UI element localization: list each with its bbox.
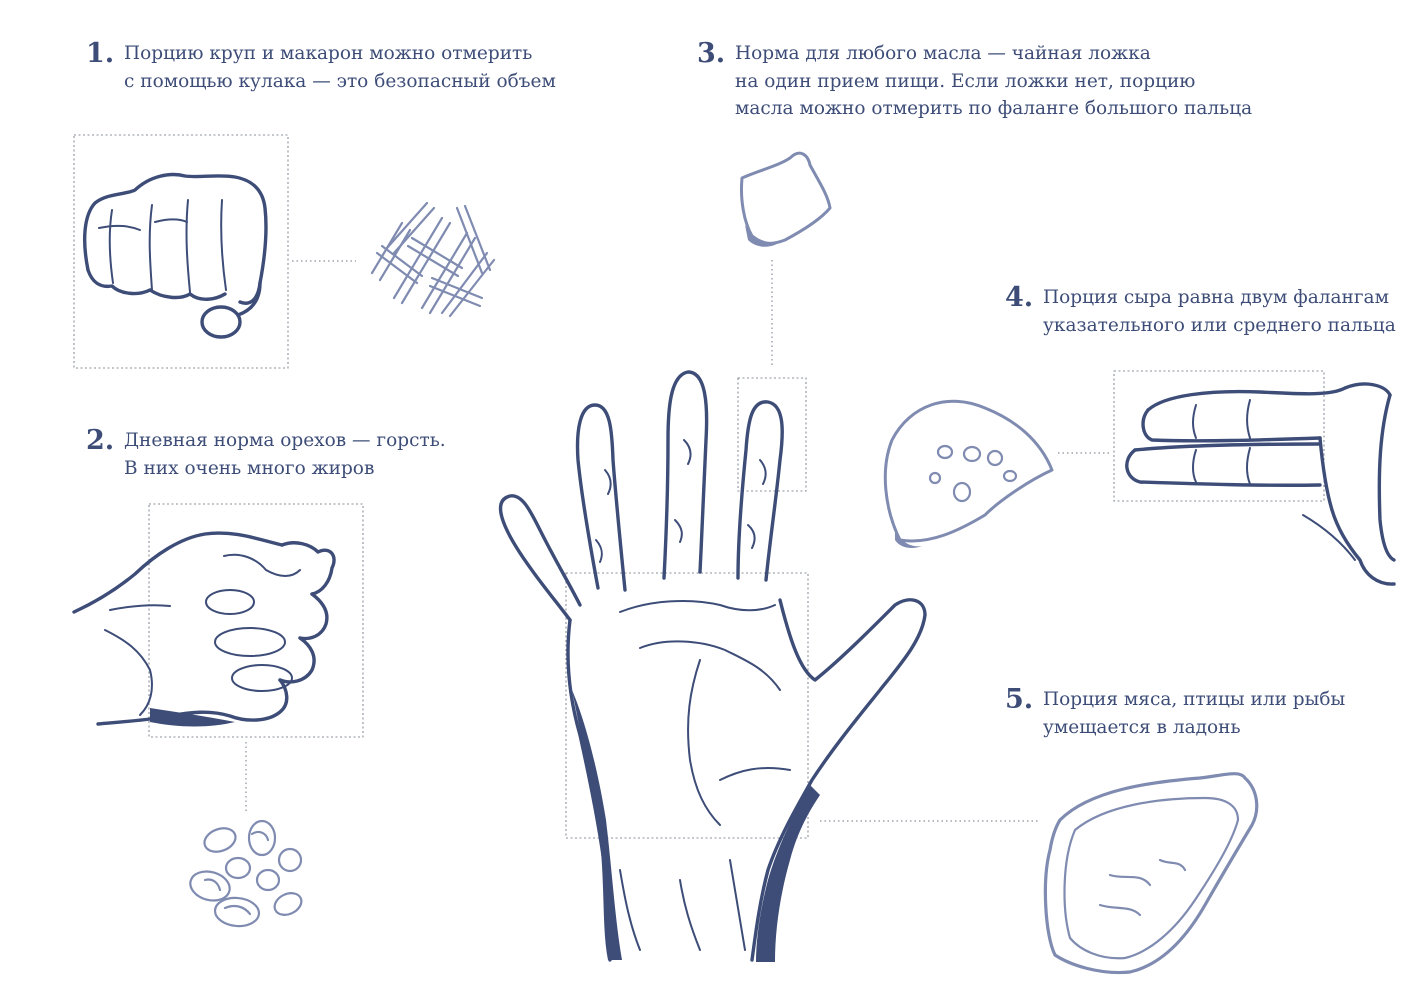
cheese-icon bbox=[883, 399, 1054, 548]
step-4-line-1: Порция сыра равна двум фалангам bbox=[1043, 287, 1389, 308]
step-3-number: 3. bbox=[697, 38, 726, 69]
open-palm-icon bbox=[498, 370, 927, 962]
handful-frame bbox=[148, 503, 364, 738]
step-1-line-1: Порцию круп и макарон можно отмерить bbox=[124, 43, 533, 64]
step-3-text: Норма для любого масла — чайная ложка на… bbox=[735, 40, 1252, 123]
fingers-frame bbox=[1113, 370, 1325, 502]
step-4-text: Порция сыра равна двум фалангам указател… bbox=[1043, 284, 1396, 339]
step-1-text: Порцию круп и макарон можно отмерить с п… bbox=[124, 40, 556, 95]
pasta-icon bbox=[370, 201, 496, 318]
step-1: 1. Порцию круп и макарон можно отмерить … bbox=[86, 40, 556, 95]
step-5-line-2: умещается в ладонь bbox=[1043, 716, 1241, 738]
step-2-number: 2. bbox=[86, 425, 115, 456]
step-4-number: 4. bbox=[1005, 282, 1034, 313]
step-3-line-2: на один прием пищи. Если ложки нет, порц… bbox=[735, 70, 1196, 92]
two-fingers-icon bbox=[1125, 382, 1396, 586]
step-4: 4. Порция сыра равна двум фалангам указа… bbox=[1005, 284, 1396, 339]
step-1-number: 1. bbox=[86, 38, 115, 69]
step-3-line-3: масла можно отмерить по фаланге большого… bbox=[735, 98, 1253, 119]
butter-icon bbox=[740, 151, 832, 247]
step-2-line-2: В них очень много жиров bbox=[124, 457, 375, 479]
step-4-line-2: указательного или среднего пальца bbox=[1043, 314, 1396, 336]
step-5-line-1: Порция мяса, птицы или рыбы bbox=[1043, 689, 1346, 710]
nuts-icon bbox=[189, 819, 303, 928]
step-5-text: Порция мяса, птицы или рыбы умещается в … bbox=[1043, 686, 1345, 741]
step-2-text: Дневная норма орехов — горсть. В них оче… bbox=[124, 427, 446, 482]
fist-icon bbox=[83, 172, 268, 339]
step-3: 3. Норма для любого масла — чайная ложка… bbox=[697, 40, 1252, 123]
palm-frame bbox=[565, 572, 809, 839]
step-1-line-2: с помощью кулака — это безопасный объем bbox=[124, 70, 556, 92]
step-5-number: 5. bbox=[1005, 684, 1034, 715]
fist-frame bbox=[73, 134, 289, 369]
handful-icon bbox=[72, 531, 336, 727]
step-5: 5. Порция мяса, птицы или рыбы умещается… bbox=[1005, 686, 1345, 741]
step-3-line-1: Норма для любого масла — чайная ложка bbox=[735, 43, 1151, 64]
step-2-line-1: Дневная норма орехов — горсть. bbox=[124, 430, 446, 451]
meat-steak-icon bbox=[1043, 772, 1259, 975]
fist-thumb bbox=[200, 305, 242, 339]
step-2: 2. Дневная норма орехов — горсть. В них … bbox=[86, 427, 446, 482]
